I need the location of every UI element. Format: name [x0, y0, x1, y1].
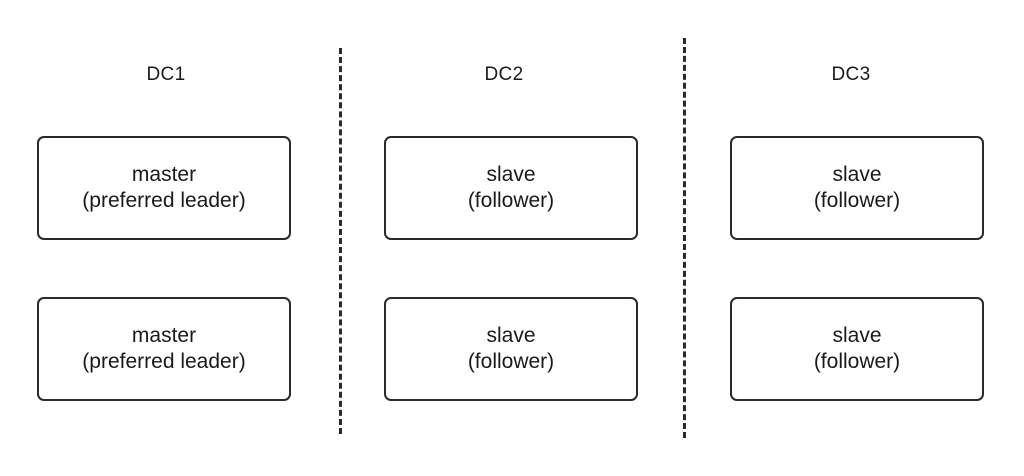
dc2-label: DC2 [484, 64, 524, 85]
node-detail: (follower) [467, 189, 555, 212]
node-role: slave [832, 163, 882, 186]
dc3-node-1: slave (follower) [730, 136, 984, 240]
dc1-node-1: master (preferred leader) [37, 136, 291, 240]
datacenter-divider-1 [339, 48, 342, 434]
node-role: slave [832, 324, 882, 347]
dc3-node-2: slave (follower) [730, 297, 984, 401]
dc1-label: DC1 [146, 64, 186, 85]
dc2-node-1: slave (follower) [384, 136, 638, 240]
dc2-node-2: slave (follower) [384, 297, 638, 401]
node-detail: (preferred leader) [82, 189, 246, 212]
dc3-label: DC3 [831, 64, 871, 85]
datacenter-divider-2 [683, 38, 686, 438]
node-detail: (follower) [813, 189, 901, 212]
dc1-node-2: master (preferred leader) [37, 297, 291, 401]
node-detail: (follower) [467, 350, 555, 373]
node-detail: (preferred leader) [82, 350, 246, 373]
node-role: slave [486, 324, 536, 347]
node-role: slave [486, 163, 536, 186]
node-detail: (follower) [813, 350, 901, 373]
node-role: master [131, 324, 197, 347]
node-role: master [131, 163, 197, 186]
